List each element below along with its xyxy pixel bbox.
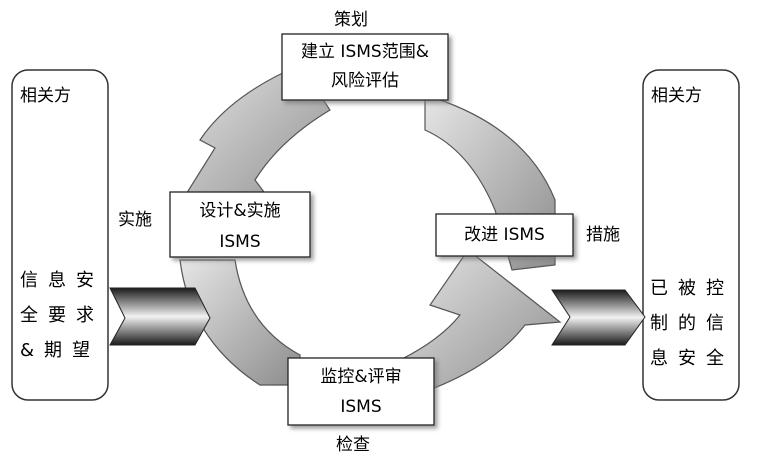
act-box-text: 改进 ISMS — [464, 225, 545, 245]
act-phase-label: 措施 — [586, 225, 620, 245]
check-phase-label: 检查 — [336, 435, 370, 455]
do-phase-label: 实施 — [118, 210, 152, 230]
left-stakeholder-panel — [11, 69, 109, 401]
input-chevron-arrow — [109, 287, 211, 346]
act-stage-box — [435, 213, 574, 257]
do-stage-box — [169, 191, 311, 258]
plan-box-line-2: 风险评估 — [331, 71, 399, 91]
left-panel-line-1: 信息安 — [20, 270, 104, 291]
right-panel-line-1: 已被控 — [650, 278, 734, 299]
plan-phase-label: 策划 — [334, 10, 368, 30]
do-box-line-2: ISMS — [219, 232, 261, 252]
plan-stage-box — [281, 33, 449, 101]
plan-box-line-1: 建立 ISMS范围& — [301, 42, 429, 62]
do-box-line-1: 设计&实施 — [199, 201, 281, 221]
check-stage-box — [287, 357, 435, 426]
cycle-arrow-check-to-act — [399, 249, 562, 396]
left-panel-line-2: 全要求 — [20, 305, 104, 326]
output-chevron-arrow — [551, 289, 646, 346]
check-box-line-2: ISMS — [340, 397, 382, 417]
check-box-line-1: 监控&评审 — [320, 367, 402, 387]
left-panel-line-3: &期望 — [20, 340, 101, 361]
left-panel-title: 相关方 — [20, 86, 71, 106]
right-panel-title: 相关方 — [651, 86, 702, 106]
right-panel-line-3: 息安全 — [650, 348, 734, 369]
right-panel-line-2: 制的信 — [650, 313, 734, 334]
right-stakeholder-panel — [642, 69, 740, 401]
